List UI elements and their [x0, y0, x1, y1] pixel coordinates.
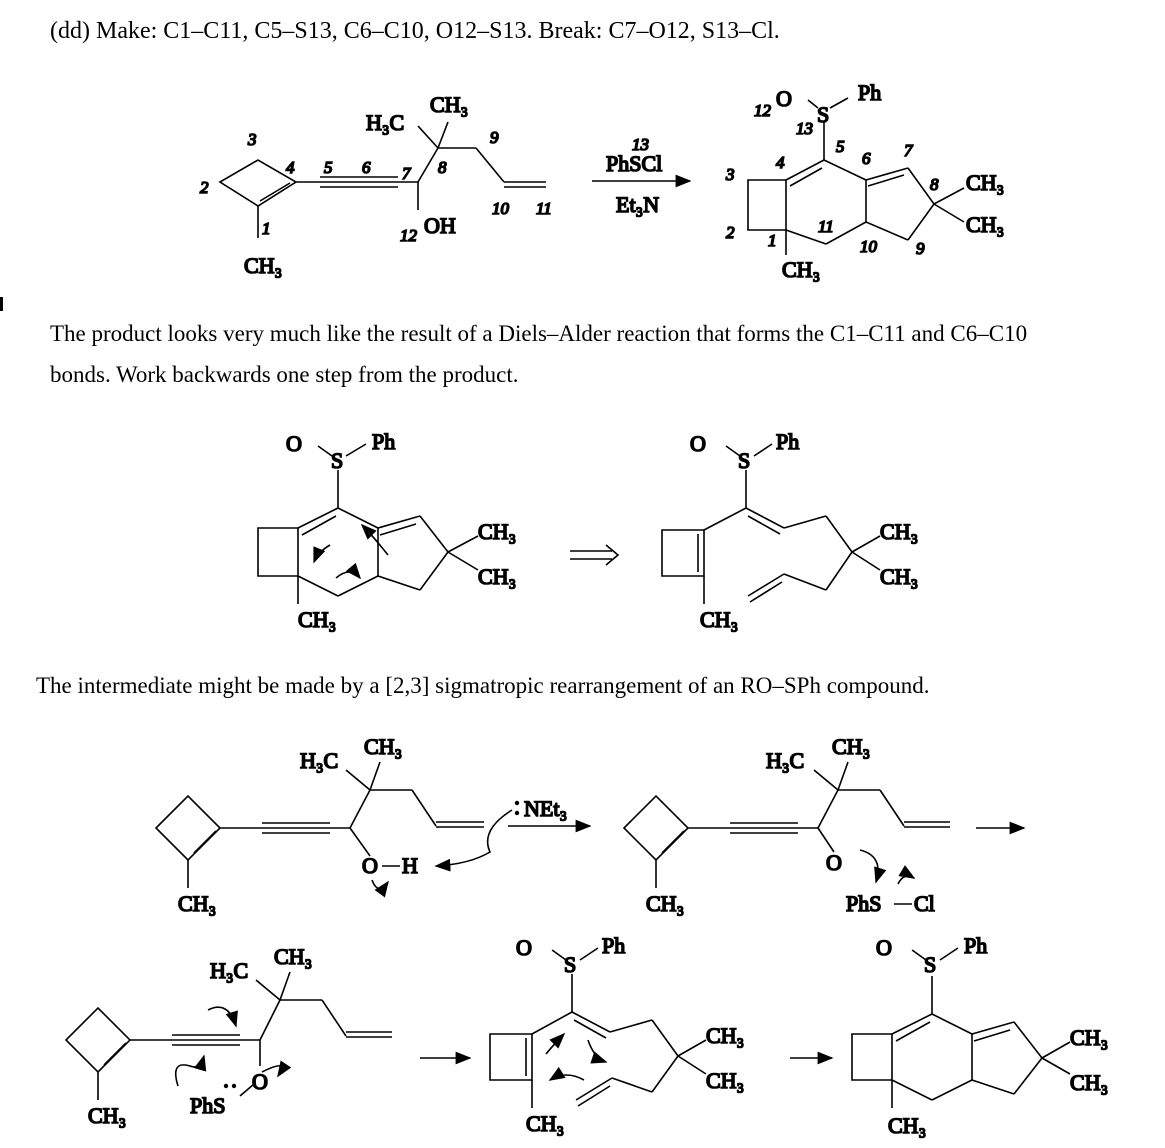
reagent-base-label: Et₃N	[616, 192, 659, 217]
product-atom-number-8: 8	[930, 175, 939, 194]
final-product: O S Ph CH₃ CH₃ CH₃	[851, 932, 1109, 1139]
atom-number-1: 1	[262, 219, 271, 238]
atom-number-11: 11	[536, 199, 552, 218]
da-ch3-bottom-label: CH₃	[298, 607, 336, 632]
product-atom-number-10: 10	[860, 237, 878, 256]
final-o-minus-label: O	[876, 935, 892, 960]
triene-s-label: S	[738, 448, 750, 473]
product-atom-number-11: 11	[818, 217, 834, 236]
product-s-label: S	[817, 102, 829, 127]
product-o-minus-label: O	[776, 86, 792, 111]
triene-o-minus-label: O	[690, 431, 706, 456]
final-s-label: S	[924, 952, 936, 977]
alcohol-h-label: H	[402, 853, 418, 878]
final-ch3-lower-label: CH₃	[1070, 1070, 1108, 1095]
triene-ch3-upper-label: CH₃	[880, 519, 918, 544]
paragraph-diels-alder-line2: bonds. Work backwards one step from the …	[50, 362, 519, 387]
alkoxide-h3c-label: H₃C	[766, 748, 804, 773]
da-ph-label: Ph	[372, 429, 395, 454]
alkoxide-ch3-bottom-label: CH₃	[646, 891, 684, 916]
ester-phs-label: PhS	[190, 1093, 225, 1118]
final-ph-label: Ph	[964, 933, 987, 958]
margin-mark	[0, 297, 3, 311]
sm-ch3-label: CH₃	[244, 253, 282, 278]
da-o-minus-label: O	[286, 431, 302, 456]
alcohol-reactant: CH₃ H₃C CH₃ O H	[154, 733, 513, 917]
reaction-arrow-base: NEt₃	[508, 795, 592, 833]
phscl-cl-label: Cl	[914, 891, 935, 916]
problem-header: (dd) Make: C1–C11, C5–S13, C6–C10, O12–S…	[50, 18, 780, 44]
sulfenate-ester: CH₃ H₃C CH₃ PhS O	[64, 943, 392, 1129]
final-ch3-upper-label: CH₃	[1070, 1025, 1108, 1050]
reaction-arrow-1: 13 PhSCl Et₃N	[592, 134, 692, 218]
retrosynthesis-arrow	[570, 544, 620, 566]
alkoxide-ch3-top-label: CH₃	[832, 734, 870, 759]
atom-number-3: 3	[247, 130, 257, 149]
ester-ch3-bottom-label: CH₃	[88, 1103, 126, 1128]
alcohol-o-label: O	[362, 853, 378, 878]
triene-ph-label: Ph	[776, 429, 799, 454]
product-ph-label: Ph	[858, 80, 881, 105]
product: O S Ph CH₃ CH₃ CH₃ 12 13 4 5 6 7 8 9 10 …	[724, 79, 1005, 283]
da-s-label: S	[331, 448, 343, 473]
da-ch3-lower-label: CH₃	[478, 564, 516, 589]
ester-ch3-top-label: CH₃	[274, 944, 312, 969]
sm-oh-label: OH	[424, 213, 456, 238]
product-atom-number-1: 1	[768, 231, 777, 250]
trs-ph-label: Ph	[602, 933, 625, 958]
phscl-phs-label: PhS	[846, 891, 881, 916]
sm-ch3-top-label: CH₃	[430, 92, 468, 117]
alcohol-ch3-top-label: CH₃	[364, 734, 402, 759]
atom-number-10: 10	[492, 199, 510, 218]
product-atom-number-13: 13	[796, 119, 813, 138]
trs-ch3-upper-label: CH₃	[706, 1023, 744, 1048]
starting-material: CH₃ H₃C CH₃ OH 3 2 1 4 5 6 7 8 9 10 11 1…	[199, 91, 552, 279]
atom-number-4: 4	[286, 158, 295, 177]
reagent-phscl-label: PhSCl	[606, 151, 662, 176]
trs-o-minus-label: O	[516, 935, 532, 960]
sm-h3c-label: H₃C	[366, 110, 404, 135]
product-atom-number-3: 3	[725, 165, 735, 184]
atom-number-2: 2	[200, 178, 209, 197]
ester-h3c-label: H₃C	[210, 958, 248, 983]
reagent-net3-label: NEt₃	[524, 796, 567, 821]
da-ch3-upper-label: CH₃	[478, 519, 516, 544]
triene-sulfoxide: O S Ph CH₃ CH₃ CH₃	[489, 932, 745, 1137]
triene-ch3-bottom-label: CH₃	[700, 607, 738, 632]
alcohol-h3c-label: H₃C	[300, 748, 338, 773]
product-atom-number-4: 4	[776, 153, 785, 172]
atom-number-8: 8	[438, 158, 447, 177]
trs-ch3-bottom-label: CH₃	[526, 1111, 564, 1136]
alkoxide-o-minus-label: O	[826, 850, 842, 875]
diels-alder-product: O S Ph CH₃ CH₃ CH₃	[257, 428, 517, 633]
reagent-number-label: 13	[632, 135, 649, 154]
trs-ch3-lower-label: CH₃	[706, 1068, 744, 1093]
atom-number-5: 5	[324, 158, 333, 177]
triene-intermediate: O S Ph CH₃ CH₃ CH₃	[661, 428, 919, 633]
product-atom-number-6: 6	[862, 149, 871, 168]
product-atom-number-5: 5	[836, 137, 845, 156]
ester-o-label: O	[252, 1069, 268, 1094]
product-atom-number-12: 12	[754, 101, 772, 120]
paragraph-diels-alder-line1: The product looks very much like the res…	[50, 321, 1028, 346]
alcohol-ch3-bottom-label: CH₃	[178, 891, 216, 916]
trs-s-label: S	[564, 952, 576, 977]
alkoxide-intermediate: CH₃ H₃C CH₃ O PhS Cl	[622, 733, 950, 917]
product-atom-number-7: 7	[904, 141, 914, 160]
product-ch3-upper-label: CH₃	[966, 170, 1004, 195]
product-ch3-lower-label: CH₃	[966, 212, 1004, 237]
product-atom-number-9: 9	[916, 239, 925, 258]
triene-ch3-lower-label: CH₃	[880, 564, 918, 589]
atom-number-7: 7	[402, 164, 412, 183]
product-atom-number-2: 2	[726, 223, 735, 242]
product-ch3-bottom-label: CH₃	[782, 257, 820, 282]
atom-number-9: 9	[490, 128, 499, 147]
final-ch3-bottom-label: CH₃	[888, 1113, 926, 1138]
atom-number-12: 12	[400, 226, 418, 245]
paragraph-sigmatropic: The intermediate might be made by a [2,3…	[36, 673, 930, 698]
atom-number-6: 6	[362, 158, 371, 177]
